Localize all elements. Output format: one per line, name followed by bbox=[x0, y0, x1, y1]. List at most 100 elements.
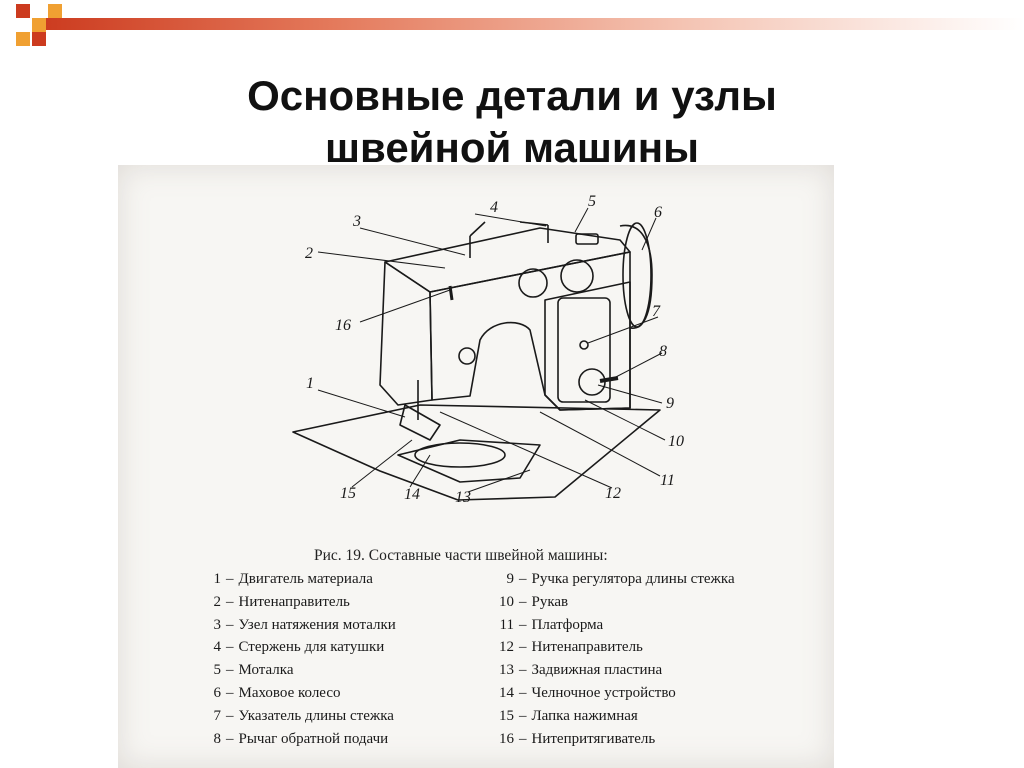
legend-item: 4–Стержень для катушки bbox=[205, 636, 396, 659]
legend-dash: – bbox=[226, 639, 234, 656]
legend-text: Маховое колесо bbox=[238, 684, 341, 701]
decor-square bbox=[32, 18, 46, 32]
leader-line bbox=[409, 454, 431, 488]
legend-dash: – bbox=[226, 662, 234, 679]
legend-text: Ручка регулятора длины стежка bbox=[531, 571, 735, 587]
legend-text: Челночное устройство bbox=[531, 684, 676, 701]
leader-line bbox=[611, 352, 663, 380]
legend-number: 7 bbox=[213, 707, 222, 724]
side-knob bbox=[458, 347, 476, 365]
legend-number: 2 bbox=[213, 593, 222, 610]
legend-dash: – bbox=[226, 684, 234, 701]
legend-dash: – bbox=[519, 684, 527, 701]
leader-line bbox=[439, 411, 613, 489]
callout-11: 11 bbox=[660, 472, 675, 489]
callout-1: 1 bbox=[306, 375, 314, 392]
legend-dash: – bbox=[226, 571, 234, 587]
callout-8: 8 bbox=[659, 343, 667, 360]
reverse-lever bbox=[599, 376, 619, 383]
leader-line bbox=[574, 207, 589, 233]
legend-item: 16–Нитепритягиватель bbox=[498, 728, 735, 751]
legend-text: Нитенаправитель bbox=[531, 639, 643, 656]
legend-item: 14–Челночное устройство bbox=[498, 682, 735, 705]
legend-item: 7–Указатель длины стежка bbox=[205, 705, 396, 728]
legend-text: Моталка bbox=[238, 662, 294, 679]
callout-9: 9 bbox=[666, 395, 674, 412]
legend-number: 1 bbox=[213, 571, 222, 587]
callout-3: 3 bbox=[352, 213, 361, 230]
callout-16: 16 bbox=[335, 317, 351, 334]
callout-5: 5 bbox=[588, 193, 596, 210]
legend-dash: – bbox=[519, 616, 527, 633]
legend-item: 5–Моталка bbox=[205, 659, 396, 682]
legend-text: Задвижная пластина bbox=[531, 662, 663, 679]
legend-item: 8–Рычаг обратной подачи bbox=[205, 728, 396, 751]
stitch-indicator bbox=[579, 340, 589, 350]
header-decor-bar bbox=[40, 18, 1024, 30]
legend-number: 5 bbox=[213, 662, 222, 679]
machine-arm-front bbox=[429, 251, 631, 411]
legend-dash: – bbox=[226, 707, 234, 724]
callout-15: 15 bbox=[340, 485, 356, 502]
legend-number: 10 bbox=[499, 593, 514, 610]
legend-text: Указатель длины стежка bbox=[238, 707, 394, 724]
legend-dash: – bbox=[519, 593, 527, 610]
decor-square bbox=[32, 32, 46, 46]
machine-head bbox=[379, 261, 433, 406]
legend-item: 3–Узел натяжения моталки bbox=[205, 614, 396, 637]
tension-dial bbox=[518, 268, 548, 298]
figure-caption: Рис. 19. Составные части швейной машины: bbox=[314, 547, 608, 564]
callout-10: 10 bbox=[668, 433, 684, 450]
leader-line bbox=[351, 439, 413, 488]
callout-4: 4 bbox=[490, 199, 498, 216]
callout-7: 7 bbox=[652, 303, 661, 320]
legend-text: Рукав bbox=[531, 593, 569, 610]
leader-line bbox=[467, 469, 531, 493]
legend-dash: – bbox=[226, 616, 234, 633]
leader-line bbox=[359, 227, 466, 256]
leader-line bbox=[539, 411, 661, 477]
leader-line bbox=[359, 289, 451, 323]
legend-text: Платформа bbox=[531, 616, 604, 633]
callout-2: 2 bbox=[305, 245, 313, 262]
legend-dash: – bbox=[226, 730, 234, 747]
pattern-dial bbox=[560, 259, 594, 293]
decor-square bbox=[48, 4, 62, 18]
legend-item: 11–Платформа bbox=[498, 614, 735, 637]
legend-item: 1–Двигатель материала bbox=[205, 568, 396, 591]
leader-line bbox=[584, 399, 666, 441]
legend-text: Рычаг обратной подачи bbox=[238, 730, 389, 747]
presser-foot bbox=[399, 404, 441, 441]
platform-outline bbox=[292, 404, 661, 501]
legend-text: Двигатель материала bbox=[238, 571, 373, 587]
legend-text: Стержень для катушки bbox=[238, 639, 385, 656]
legend-dash: – bbox=[519, 707, 527, 724]
legend-number: 16 bbox=[499, 730, 514, 747]
legend-dash: – bbox=[519, 730, 527, 747]
stitch-length-panel bbox=[557, 297, 611, 403]
callout-12: 12 bbox=[605, 485, 621, 502]
bobbin-winder bbox=[575, 233, 599, 245]
legend-number: 8 bbox=[213, 730, 222, 747]
take-up-lever bbox=[448, 285, 454, 301]
legend-text: Лапка нажимная bbox=[531, 707, 638, 724]
legend-number: 12 bbox=[499, 639, 514, 656]
legend-number: 9 bbox=[506, 571, 515, 587]
leader-line bbox=[587, 316, 659, 344]
legend-number: 15 bbox=[499, 707, 514, 724]
legend-item: 10–Рукав bbox=[498, 591, 735, 614]
legend-number: 3 bbox=[213, 616, 222, 633]
legend-number: 11 bbox=[499, 616, 514, 633]
leader-line bbox=[317, 389, 406, 418]
callout-13: 13 bbox=[455, 489, 471, 506]
shuttle-mechanism bbox=[414, 442, 506, 468]
legend-text: Нитепритягиватель bbox=[531, 730, 656, 747]
legend-text: Узел натяжения моталки bbox=[238, 616, 396, 633]
legend-item: 2–Нитенаправитель bbox=[205, 591, 396, 614]
legend-item: 9–Ручка регулятора длины стежка bbox=[498, 568, 735, 591]
leader-line bbox=[474, 213, 547, 227]
decor-square bbox=[16, 32, 30, 46]
